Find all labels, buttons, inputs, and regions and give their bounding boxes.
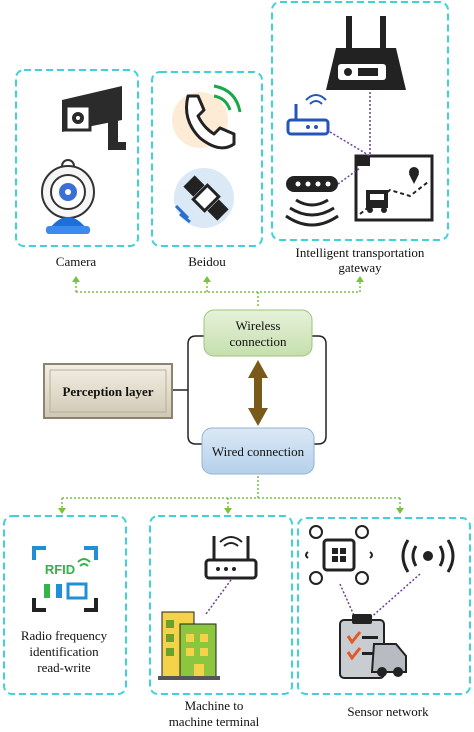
connection-bracket [187, 335, 206, 445]
top-connectors [75, 280, 361, 308]
perception-layer-box [43, 363, 173, 419]
rfid-label-line2: identification [29, 644, 99, 659]
wireless-label-line2: connection [229, 334, 287, 349]
m2m-label-line1: Machine to [185, 698, 244, 713]
wifi-router-icon-bottom [204, 536, 258, 580]
satellite-icon [174, 168, 234, 228]
top-arrowheads [72, 276, 364, 282]
rfid-icon-text: RFID [45, 562, 75, 577]
camera-label: Camera [56, 254, 97, 269]
building-icon [158, 611, 220, 680]
security-camera-icon [62, 86, 126, 150]
gateway-group-box [271, 1, 449, 241]
connection-bracket-right [310, 335, 327, 445]
m2m-group-box [149, 515, 293, 695]
wireless-label-line1: Wireless [236, 318, 281, 333]
wireless-connection-box [203, 309, 313, 357]
sensor-network-label: Sensor network [347, 704, 429, 719]
beidou-group-box [151, 71, 263, 247]
perception-layer-inner [49, 369, 167, 413]
camera-group-box [15, 69, 139, 247]
wired-connection-box [201, 427, 315, 475]
phone-icon [172, 84, 242, 150]
wifi-router-icon [286, 94, 330, 136]
rfid-label-line1: Radio frequency [21, 628, 108, 643]
drone-icon [305, 525, 373, 585]
beidou-label: Beidou [188, 254, 226, 269]
sensor-icon [285, 176, 339, 227]
signal-icon [401, 539, 455, 573]
sensor-group-box [297, 517, 471, 695]
double-arrow-icon [248, 360, 268, 426]
sensor-links [339, 573, 421, 621]
gateway-links [329, 92, 371, 185]
perception-layer-label: Perception layer [62, 384, 153, 399]
rfid-tag-icon: RFID [32, 546, 98, 612]
m2m-link [205, 579, 232, 615]
truck-map-icon [354, 154, 434, 222]
webcam-icon [41, 159, 95, 234]
bottom-arrowheads [58, 508, 404, 514]
router-icon [326, 16, 406, 90]
rfid-label-line3: read-write [37, 660, 91, 675]
m2m-label-line2: machine terminal [169, 714, 260, 729]
gateway-label-line1: Intelligent transportation [296, 245, 425, 260]
gateway-label-line2: gateway [338, 260, 382, 275]
wired-label: Wired connection [212, 444, 305, 459]
clipboard-car-icon [339, 614, 407, 679]
bottom-connectors [61, 476, 401, 510]
rfid-group-box [3, 515, 127, 695]
